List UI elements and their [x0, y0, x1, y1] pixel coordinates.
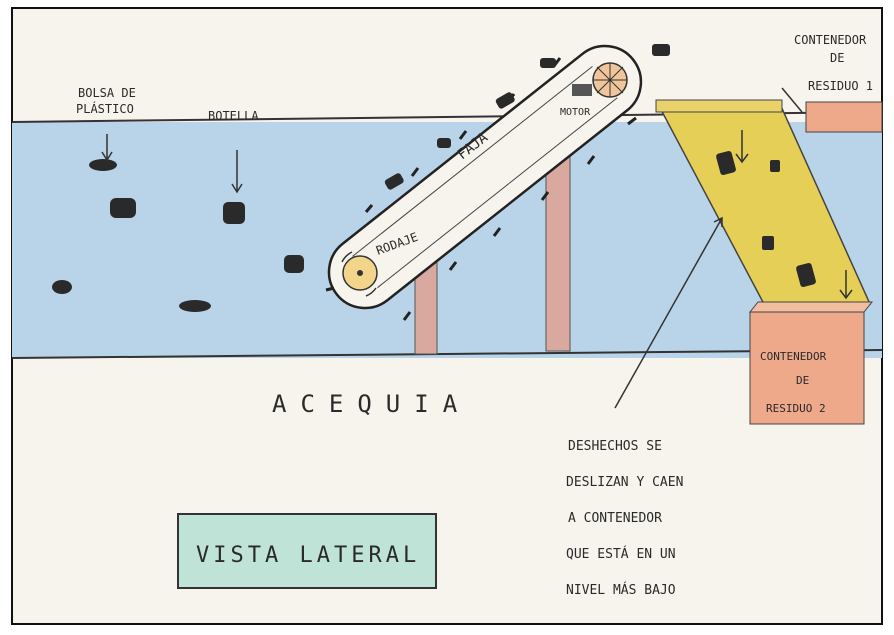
- container-1-label-line-1: CONTENEDOR: [794, 33, 867, 47]
- bottle-label: BOTELLA: [208, 109, 259, 123]
- note-line-2: DESLIZAN Y CAEN: [566, 475, 683, 490]
- container-2-label-line-1: CONTENEDOR: [760, 350, 827, 363]
- waste-on-chute: [716, 150, 816, 288]
- label-arrows: [101, 87, 803, 409]
- container-2-label-line-2: DE: [796, 374, 809, 387]
- note-line-5: NIVEL MÁS BAJO: [566, 582, 676, 598]
- conveyor-belt: [327, 44, 643, 310]
- motor-label: MOTOR: [560, 107, 591, 118]
- rodaje-wheel-icon: [341, 251, 378, 297]
- chute-arrows: [735, 130, 853, 300]
- note-line-1: DESHECHOS SE: [568, 439, 662, 454]
- chute-top-lip: [655, 99, 783, 113]
- view-title-box: [177, 513, 437, 589]
- waste-on-belt: [384, 44, 670, 190]
- container-1-label-line-3: RESIDUO 1: [808, 79, 873, 93]
- container-1: [805, 101, 883, 133]
- floating-waste: [52, 159, 304, 312]
- water-bottom-line: [11, 349, 883, 359]
- container-2-label-line-3: RESIDUO 2: [766, 402, 826, 415]
- motor-icon: [572, 62, 628, 98]
- container-2-top: [748, 301, 874, 313]
- bag-label-line-2: PLÁSTICO: [76, 101, 134, 116]
- note-line-4: QUE ESTÁ EN UN: [566, 546, 676, 562]
- note-line-3: A CONTENEDOR: [568, 511, 662, 526]
- support-post-2: [545, 156, 571, 352]
- canal-label: ACEQUIA: [272, 390, 471, 418]
- view-title: VISTA LATERAL: [196, 543, 420, 568]
- container-2: [749, 311, 865, 425]
- container-1-label-line-2: DE: [830, 51, 844, 65]
- bag-label-line-1: BOLSA DE: [78, 86, 136, 100]
